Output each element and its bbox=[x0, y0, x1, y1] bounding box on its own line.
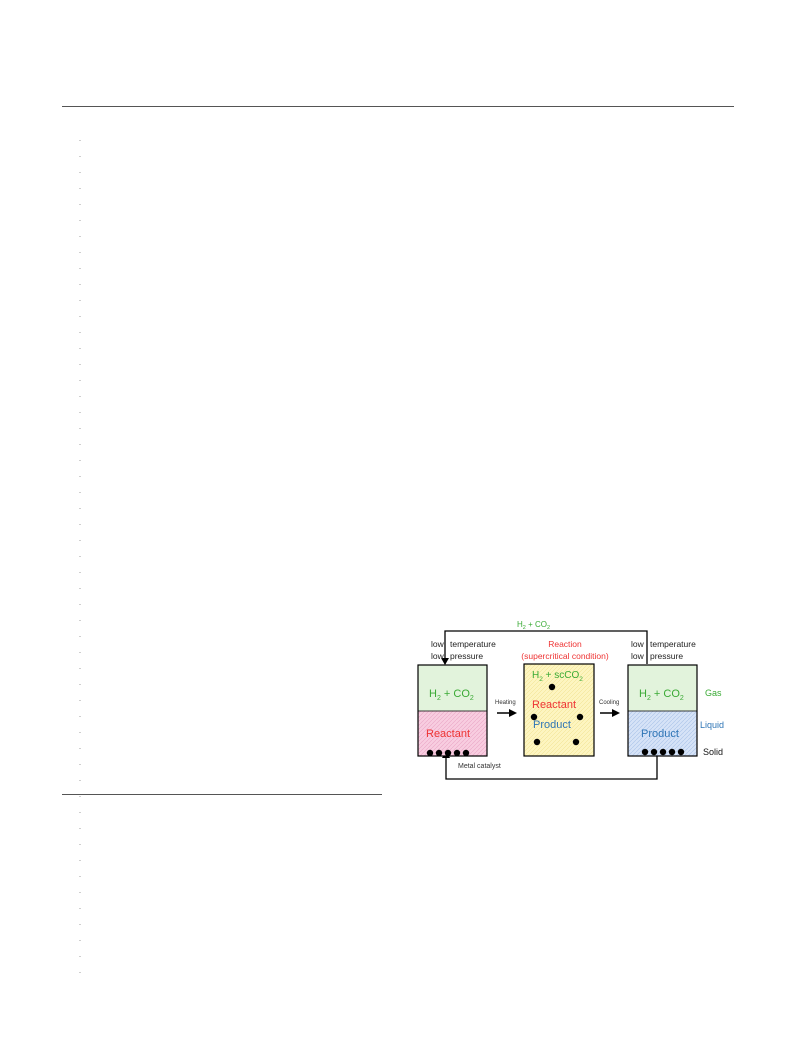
catalyst-dot bbox=[576, 713, 584, 721]
right-gas-label: H2 + CO2 bbox=[639, 688, 684, 702]
catalyst-dot bbox=[641, 748, 649, 756]
left-cond-low-2: low bbox=[431, 651, 445, 661]
left-cond-temperature: temperature bbox=[450, 639, 496, 649]
catalyst-dot bbox=[650, 748, 658, 756]
catalyst-dot bbox=[668, 748, 676, 756]
left-vessel: H2 + CO2 Reactant bbox=[417, 664, 488, 757]
middle-product-label: Product bbox=[533, 719, 571, 731]
line-number-margin bbox=[79, 140, 83, 980]
recycle-loop-arrow bbox=[441, 658, 449, 665]
right-catalyst-dots bbox=[641, 748, 685, 756]
catalyst-dot bbox=[533, 738, 541, 746]
middle-gas-label: H2 + scCO2 bbox=[532, 670, 583, 683]
middle-catalyst-dots bbox=[530, 683, 584, 746]
catalyst-dot bbox=[453, 749, 461, 757]
right-cond-low-1: low bbox=[631, 639, 645, 649]
reaction-process-diagram: H2 + CO2 Metal catalyst H2 + CO2 Reactan… bbox=[412, 612, 728, 792]
recycle-loop-line bbox=[444, 630, 648, 664]
catalyst-dot bbox=[426, 749, 434, 757]
reaction-subtitle: (supercritical condition) bbox=[521, 651, 609, 661]
left-gas-region bbox=[418, 665, 487, 711]
right-liquid-label: Product bbox=[641, 728, 679, 740]
right-product-region bbox=[628, 711, 697, 756]
left-catalyst-dots bbox=[426, 749, 470, 757]
phase-gas-label: Gas bbox=[705, 688, 722, 698]
footnote-rule bbox=[62, 794, 382, 795]
right-cond-pressure: pressure bbox=[650, 651, 683, 661]
left-liquid-label: Reactant bbox=[426, 728, 470, 740]
left-reactant-region bbox=[418, 711, 487, 756]
right-cond-temperature: temperature bbox=[650, 639, 696, 649]
heating-label: Heating bbox=[495, 700, 516, 706]
catalyst-dot bbox=[572, 738, 580, 746]
phase-liquid-label: Liquid bbox=[700, 720, 724, 730]
top-rule bbox=[62, 106, 734, 107]
left-gas-label: H2 + CO2 bbox=[429, 688, 474, 702]
catalyst-return-line bbox=[445, 752, 658, 780]
recycle-loop-label: H2 + CO2 bbox=[517, 620, 550, 631]
catalyst-dot bbox=[444, 749, 452, 757]
left-cond-low-1: low bbox=[431, 639, 445, 649]
cooling-label: Cooling bbox=[599, 700, 619, 706]
middle-vessel: H2 + scCO2 Reactant Product bbox=[523, 663, 595, 757]
middle-reactant-label: Reactant bbox=[532, 699, 576, 711]
right-gas-region bbox=[628, 665, 697, 711]
catalyst-dot bbox=[462, 749, 470, 757]
catalyst-dot bbox=[435, 749, 443, 757]
catalyst-dot bbox=[530, 713, 538, 721]
reaction-title: Reaction bbox=[548, 639, 582, 649]
catalyst-label: Metal catalyst bbox=[458, 763, 501, 770]
phase-solid-label: Solid bbox=[703, 747, 723, 757]
catalyst-dot bbox=[659, 748, 667, 756]
catalyst-dot bbox=[548, 683, 556, 691]
left-cond-pressure: pressure bbox=[450, 651, 483, 661]
right-vessel: H2 + CO2 Product bbox=[627, 664, 698, 757]
right-cond-low-2: low bbox=[631, 651, 645, 661]
catalyst-dot bbox=[677, 748, 685, 756]
